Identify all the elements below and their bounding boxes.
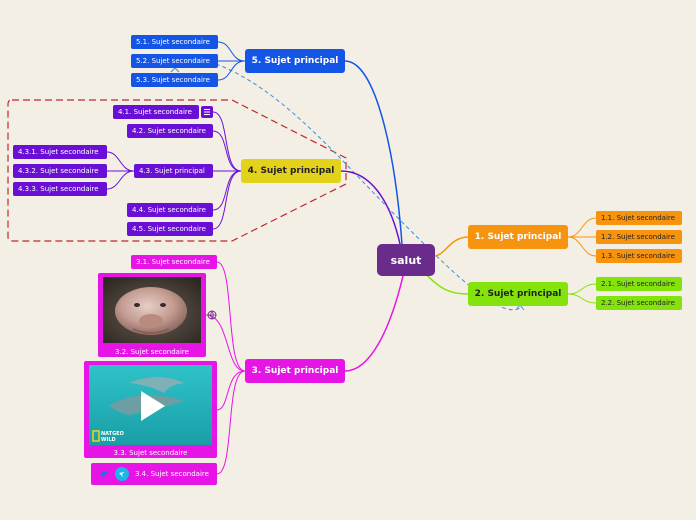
- subtopic-4-5[interactable]: 4.5. Sujet secondaire: [127, 222, 213, 236]
- play-icon[interactable]: [141, 391, 165, 421]
- bird-icon: [115, 467, 129, 481]
- central-topic[interactable]: salut: [377, 244, 435, 276]
- subtopic-4-3-3[interactable]: 4.3.3. Sujet secondaire: [13, 182, 107, 196]
- subtopic-4-3[interactable]: 4.3. Sujet principal: [134, 164, 213, 178]
- link-center-b5: [344, 60, 403, 245]
- subtopic-3-2-label: 3.2. Sujet secondaire: [115, 348, 189, 356]
- subtopic-4-4[interactable]: 4.4. Sujet secondaire: [127, 203, 213, 217]
- subtopic-4-3-1[interactable]: 4.3.1. Sujet secondaire: [13, 145, 107, 159]
- link-center-b3: [344, 275, 404, 372]
- subtopic-5-3[interactable]: 5.3. Sujet secondaire: [131, 73, 218, 87]
- main-topic-4[interactable]: 4. Sujet principal: [241, 159, 341, 183]
- subtopic-2-1[interactable]: 2.1. Sujet secondaire: [596, 277, 682, 291]
- subtopic-1-2[interactable]: 1.2. Sujet secondaire: [596, 230, 682, 244]
- subtopic-1-1[interactable]: 1.1. Sujet secondaire: [596, 211, 682, 225]
- link-center-b4: [340, 170, 401, 245]
- subtopic-4-2[interactable]: 4.2. Sujet secondaire: [127, 124, 213, 138]
- main-topic-1[interactable]: 1. Sujet principal: [468, 225, 568, 249]
- relationship-arrow: [174, 54, 521, 311]
- subtopic-3-2[interactable]: 3.2. Sujet secondaire: [98, 273, 206, 357]
- subtopic-5-2[interactable]: 5.2. Sujet secondaire: [131, 54, 218, 68]
- subtopic-3-3[interactable]: NATGEO WILD 3.3. Sujet secondaire: [84, 361, 217, 458]
- link-center-b1: [433, 236, 469, 257]
- boundary-branch-4: [7, 99, 347, 242]
- dolphin-video-thumbnail: [89, 365, 212, 445]
- subtopic-4-1[interactable]: 4.1. Sujet secondaire: [113, 105, 199, 119]
- main-topic-5[interactable]: 5. Sujet principal: [245, 49, 345, 73]
- main-topic-2[interactable]: 2. Sujet principal: [468, 282, 568, 306]
- subtopic-3-3-label: 3.3. Sujet secondaire: [113, 449, 188, 457]
- notes-icon[interactable]: [201, 106, 213, 118]
- blobfish-image: [103, 277, 201, 343]
- globe-icon[interactable]: [207, 310, 217, 320]
- subtopic-1-3[interactable]: 1.3. Sujet secondaire: [596, 249, 682, 263]
- subtopic-4-3-2[interactable]: 4.3.2. Sujet secondaire: [13, 164, 107, 178]
- subtopic-5-1[interactable]: 5.1. Sujet secondaire: [131, 35, 218, 49]
- video-badge: NATGEO WILD: [101, 431, 124, 443]
- subtopic-2-2[interactable]: 2.2. Sujet secondaire: [596, 296, 682, 310]
- dolphin-icon: [97, 467, 111, 481]
- subtopic-3-1[interactable]: 3.1. Sujet secondaire: [131, 255, 217, 269]
- main-topic-3[interactable]: 3. Sujet principal: [245, 359, 345, 383]
